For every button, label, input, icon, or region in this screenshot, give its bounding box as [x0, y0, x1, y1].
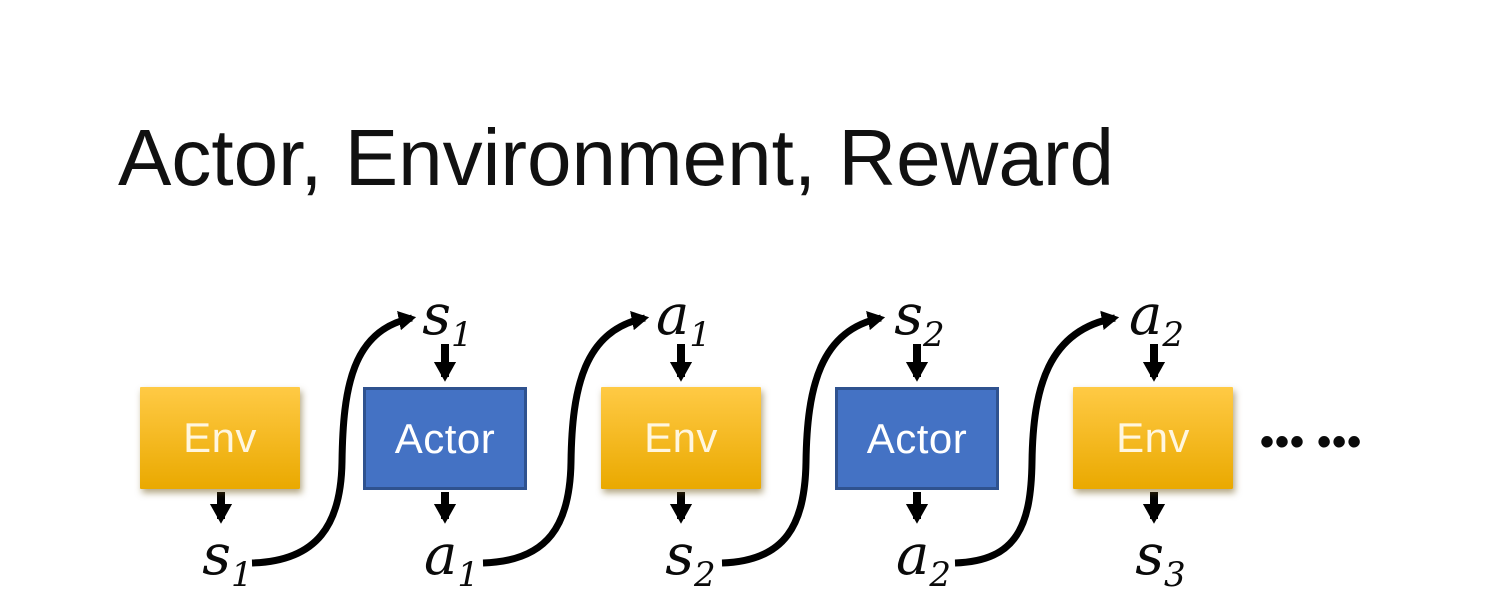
label-s1-top: s1 — [387, 288, 507, 363]
actor-box-2-label: Actor — [866, 414, 968, 462]
slide-title: Actor, Environment, Reward — [118, 113, 1114, 202]
label-a2-bottom: a2 — [863, 528, 983, 603]
label-a1-top: a1 — [623, 288, 743, 363]
label-s3-bottom: s3 — [1100, 528, 1220, 603]
label-base: a — [423, 523, 458, 588]
label-s2-top: s2 — [859, 288, 979, 363]
label-base: a — [895, 523, 930, 588]
env-box-2: Env — [601, 387, 761, 489]
label-base: s — [1135, 523, 1165, 588]
env-box-3: Env — [1073, 387, 1233, 489]
label-base: a — [655, 283, 690, 348]
actor-box-1: Actor — [363, 387, 527, 490]
env-box-3-label: Env — [1116, 414, 1190, 461]
label-base: s — [894, 283, 924, 348]
label-sub: 2 — [929, 555, 951, 595]
label-sub: 1 — [231, 555, 253, 595]
label-sub: 1 — [689, 315, 711, 355]
label-s2-bottom: s2 — [630, 528, 750, 603]
env-box-1-label: Env — [183, 414, 257, 461]
label-sub: 1 — [457, 555, 479, 595]
ellipsis-dots: ••• ••• — [1260, 420, 1363, 464]
label-sub: 2 — [923, 315, 945, 355]
label-s1-bottom: s1 — [167, 528, 287, 603]
label-sub: 2 — [1162, 315, 1184, 355]
label-sub: 2 — [694, 555, 716, 595]
label-sub: 3 — [1164, 555, 1186, 595]
label-base: s — [202, 523, 232, 588]
label-base: a — [1128, 283, 1163, 348]
actor-box-1-label: Actor — [394, 414, 496, 462]
label-base: s — [665, 523, 695, 588]
env-box-1: Env — [140, 387, 300, 489]
label-base: s — [422, 283, 452, 348]
actor-box-2: Actor — [835, 387, 999, 490]
env-box-2-label: Env — [644, 414, 718, 461]
label-a2-top: a2 — [1096, 288, 1216, 363]
label-sub: 1 — [451, 315, 473, 355]
label-a1-bottom: a1 — [391, 528, 511, 603]
